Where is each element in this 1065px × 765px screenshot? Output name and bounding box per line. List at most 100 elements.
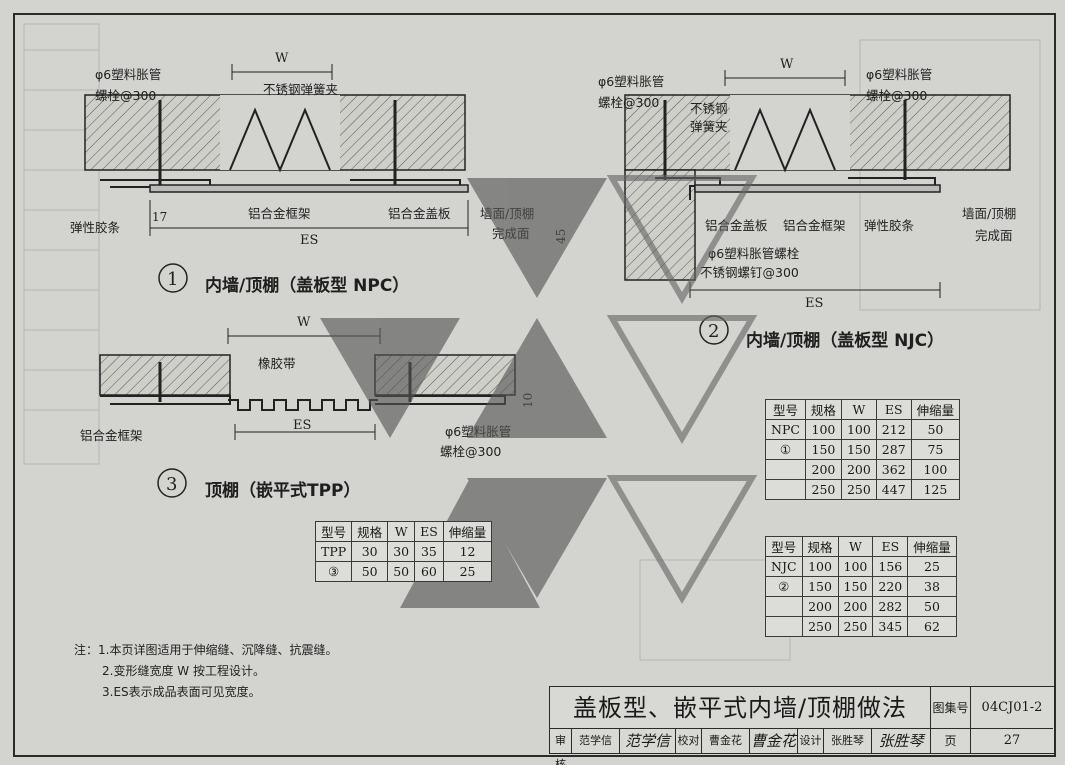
model-cell: NJC bbox=[765, 556, 803, 577]
table-cell: 100 bbox=[801, 556, 839, 577]
detail-2-cover-plate bbox=[694, 184, 941, 193]
detail-2-label-bolt-b: φ6塑料胀管 bbox=[866, 67, 932, 82]
detail-1-title: 内墙/顶棚（盖板型 NPC） bbox=[205, 275, 409, 296]
table-cell: 30 bbox=[387, 541, 416, 562]
note-item: 3.ES表示成品表面可见宽度。 bbox=[102, 685, 261, 699]
detail-2-label-frame: 铝合金框架 bbox=[783, 218, 846, 233]
table-row: NJC 100 100 156 25 bbox=[765, 556, 957, 577]
table-cell: 250 bbox=[837, 616, 874, 637]
design-name: 张胜琴 bbox=[824, 729, 872, 753]
check-signature: 曹金花 bbox=[750, 729, 798, 753]
check-name: 曹金花 bbox=[702, 729, 750, 753]
detail-1-number: 1 bbox=[167, 269, 178, 290]
table-cell: 362 bbox=[875, 459, 912, 480]
table-cell: 25 bbox=[907, 556, 957, 577]
page-number: 27 bbox=[1003, 733, 1021, 748]
review-signature: 范学信 bbox=[620, 729, 676, 753]
table-cell: 447 bbox=[875, 479, 912, 500]
table-cell: 62 bbox=[907, 616, 957, 637]
detail-1-label-elastic: 弹性胶条 bbox=[70, 220, 121, 235]
table-row: NPC 100 100 212 50 bbox=[765, 419, 961, 440]
background-ghost bbox=[23, 23, 1041, 661]
table-cell: 220 bbox=[872, 576, 909, 597]
table-header-cell: W bbox=[387, 521, 416, 542]
detail-3-number-circle bbox=[157, 468, 187, 498]
detail-2-dim-w: W bbox=[780, 57, 794, 72]
table-cell: 200 bbox=[840, 459, 877, 480]
detail-2-njc: W ES 45 φ6塑料胀管 螺栓@300 φ6塑料胀管 螺栓@300 不锈钢 … bbox=[554, 57, 1016, 351]
table-cell: 100 bbox=[910, 459, 961, 480]
model-ref-cell: ③ bbox=[314, 561, 353, 582]
table-cell: 345 bbox=[872, 616, 909, 637]
table-cell: 30 bbox=[351, 541, 389, 562]
detail-2-title: 内墙/顶棚（盖板型 NJC） bbox=[746, 330, 944, 351]
drawing-title: 盖板型、嵌平式内墙/顶棚做法 bbox=[550, 687, 931, 729]
detail-1-number-circle bbox=[158, 263, 188, 293]
sheet-border bbox=[13, 13, 1056, 757]
detail-1-dim-es: ES bbox=[300, 233, 318, 248]
detail-2-label-finish: 墙面/顶棚 bbox=[962, 206, 1016, 221]
table-cell: 125 bbox=[910, 479, 961, 500]
table-row: 200 200 362 100 bbox=[765, 459, 961, 480]
detail-1-dim-w: W bbox=[275, 51, 289, 66]
check-label: 校对 bbox=[676, 729, 702, 753]
table-cell: 200 bbox=[804, 459, 842, 480]
detail-3-label-frame: 铝合金框架 bbox=[80, 428, 143, 443]
detail-1-npc: W ES 17 φ6塑料胀管 螺栓@300 不锈钢弹簧夹 弹性胶条 铝合金框架 … bbox=[70, 51, 534, 296]
model-empty-cell bbox=[765, 459, 806, 480]
table-header-cell: ES bbox=[872, 536, 909, 557]
table-row: ② 150 150 220 38 bbox=[765, 576, 957, 597]
table-cell: 60 bbox=[414, 561, 444, 582]
table-header-row: 型号 规格 W ES 伸缩量 bbox=[765, 536, 957, 557]
table-header-row: 型号 规格 W ES 伸缩量 bbox=[765, 399, 961, 420]
detail-3-label-rubber: 橡胶带 bbox=[258, 356, 296, 371]
detail-1-label-bolt: φ6塑料胀管 bbox=[95, 67, 161, 82]
notes: 注：1.本页详图适用于伸缩缝、沉降缝、抗震缝。 2.变形缝宽度 W 按工程设计。… bbox=[74, 640, 337, 703]
model-ref-cell: ② bbox=[765, 576, 803, 597]
table-header-cell: 规格 bbox=[801, 536, 839, 557]
table-cell: 75 bbox=[910, 439, 961, 460]
table-cell: 25 bbox=[442, 561, 493, 582]
detail-1-label-bolt-spacing: 螺栓@300 bbox=[95, 88, 156, 103]
table-cell: 50 bbox=[910, 419, 961, 440]
table-header-cell: 伸缩量 bbox=[442, 521, 493, 542]
design-label: 设计 bbox=[798, 729, 824, 753]
table-header-cell: W bbox=[837, 536, 874, 557]
table-cell: 156 bbox=[872, 556, 909, 577]
detail-1-cover-plate bbox=[149, 184, 469, 193]
table-cell: 100 bbox=[837, 556, 874, 577]
table-cell: 250 bbox=[804, 479, 842, 500]
table-cell: 100 bbox=[840, 419, 877, 440]
table-header-cell: 规格 bbox=[351, 521, 389, 542]
table-header-cell: ES bbox=[414, 521, 444, 542]
table-row: 200 200 282 50 bbox=[765, 596, 957, 617]
detail-2-label-cover: 铝合金盖板 bbox=[705, 218, 768, 233]
detail-3-tpp: W ES 10 橡胶带 铝合金框架 φ6塑料胀管 螺栓@300 3 顶棚（嵌平式… bbox=[80, 315, 535, 501]
model-empty-cell bbox=[765, 596, 803, 617]
table-cell: 282 bbox=[872, 596, 909, 617]
table-cell: 212 bbox=[875, 419, 912, 440]
table-header-row: 型号 规格 W ES 伸缩量 bbox=[314, 521, 493, 542]
design-signature: 张胜琴 bbox=[872, 729, 931, 753]
table-cell: 150 bbox=[837, 576, 874, 597]
table-cell: 50 bbox=[907, 596, 957, 617]
table-header-cell: 伸缩量 bbox=[910, 399, 961, 420]
detail-2-label-bolt2: φ6塑料胀管螺栓 bbox=[708, 246, 800, 261]
table-cell: 200 bbox=[801, 596, 839, 617]
detail-1-label-clip: 不锈钢弹簧夹 bbox=[263, 82, 338, 97]
detail-2-label-bolt: φ6塑料胀管 bbox=[598, 74, 664, 89]
table-row: TPP 30 30 35 12 bbox=[314, 541, 493, 562]
detail-3-rubber-band bbox=[228, 399, 378, 411]
detail-3-number: 3 bbox=[166, 474, 177, 495]
model-cell: TPP bbox=[314, 541, 353, 562]
table-row: ① 150 150 287 75 bbox=[765, 439, 961, 460]
spec-table-njc: 型号 规格 W ES 伸缩量 NJC 100 100 156 25 ② 150 … bbox=[765, 536, 957, 637]
table-cell: 150 bbox=[804, 439, 842, 460]
detail-2-label-bolt-b-spacing: 螺栓@300 bbox=[866, 88, 927, 103]
table-header-cell: 型号 bbox=[765, 536, 803, 557]
spec-table-tpp: 型号 规格 W ES 伸缩量 TPP 30 30 35 12 ③ 50 50 6… bbox=[314, 521, 493, 582]
table-row: 250 250 345 62 bbox=[765, 616, 957, 637]
detail-1-label-frame: 铝合金框架 bbox=[248, 206, 311, 221]
detail-2-label-clip: 不锈钢 bbox=[690, 101, 728, 116]
model-empty-cell bbox=[765, 479, 806, 500]
